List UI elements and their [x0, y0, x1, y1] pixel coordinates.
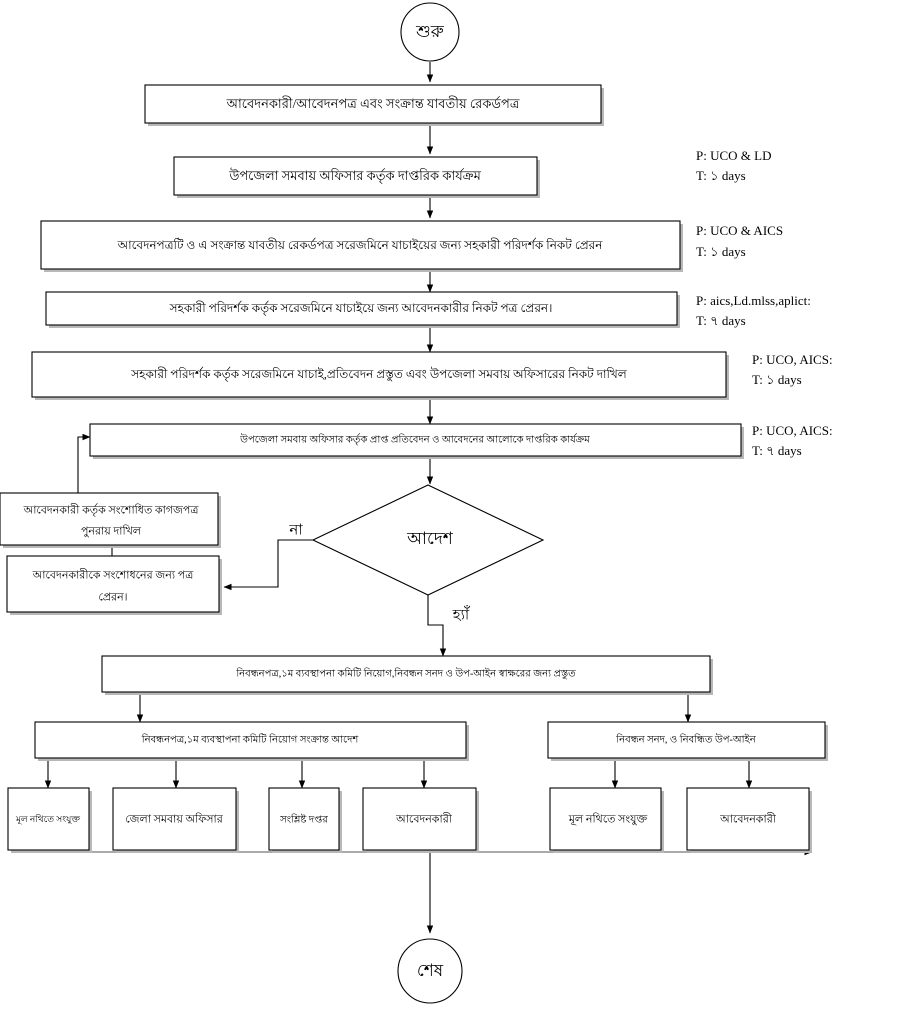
fb2-label-line1: আবেদনকারীকে সংশোধনের জন্য পত্র	[32, 569, 195, 582]
node-n4[interactable]: সহকারী পরিদর্শক কর্তৃক সরেজমিনে যাচাইয়ে…	[45, 291, 680, 328]
a1-person: P: UCO & LD	[696, 148, 771, 163]
n1-shape	[144, 84, 602, 124]
node-d3[interactable]: সংশ্লিষ্ট দপ্তর	[268, 787, 342, 853]
node-d2[interactable]: জেলা সমবায় অফিসার	[112, 787, 239, 853]
n6-label: উপজেলা সমবায় অফিসার কর্তৃক প্রাপ্ত প্রত…	[239, 432, 590, 445]
node-n7[interactable]: নিবন্ধনপত্র,১ম ব্যবস্থাপনা কমিটি নিয়োগ,…	[101, 655, 713, 695]
a5-time: T: ৭ days	[752, 443, 802, 458]
node-fb1[interactable]: আবেদনকারী কর্তৃক সংশোধিত কাগজপত্র পুনরায…	[0, 492, 221, 548]
node-n2[interactable]: উপজেলা সমবায় অফিসার কর্তৃক দাপ্তরিক কার…	[173, 156, 540, 198]
a3-time: T: ৭ days	[696, 313, 746, 328]
n3-label: আবেদনপত্রটি ও এ সংক্রান্ত যাবতীয় রেকর্ড…	[117, 238, 604, 252]
n5-label: সহকারী পরিদর্শক কর্তৃক সরেজমিনে যাচাই,প্…	[130, 367, 628, 382]
n4-shape	[45, 291, 678, 326]
annotation-a2: P: UCO & AICS T: ১ days	[696, 223, 783, 259]
edge-fb1-to-n6	[77, 433, 91, 493]
fb2-shape	[6, 555, 220, 613]
d3-shape	[268, 787, 340, 851]
d2-shape	[112, 787, 237, 851]
a1-time: T: ১ days	[696, 168, 746, 183]
n2-shape	[173, 156, 538, 196]
branch-label-no: না	[288, 522, 303, 538]
a2-time: T: ১ days	[696, 244, 746, 259]
d3-label: সংশ্লিষ্ট দপ্তর	[279, 813, 328, 825]
n8a-label: নিবন্ধনপত্র,১ম ব্যবস্থাপনা কমিটি নিয়োগ …	[141, 732, 360, 745]
a4-time: T: ১ days	[752, 372, 802, 387]
n6-shape	[89, 423, 742, 457]
node-n3[interactable]: আবেদনপত্রটি ও এ সংক্রান্ত যাবতীয় রেকর্ড…	[40, 220, 683, 272]
d4-label: আবেদনকারী	[395, 813, 453, 826]
node-start[interactable]: শুরু	[400, 2, 460, 62]
annotation-a5: P: UCO, AICS: T: ৭ days	[752, 423, 833, 458]
fb1-shape	[0, 492, 219, 546]
n7-shape	[101, 655, 711, 693]
node-d1[interactable]: মূল নথিতে সংযুক্ত	[7, 787, 92, 853]
node-end[interactable]: শেষ	[397, 938, 463, 1004]
node-n1[interactable]: আবেদনকারী/আবেদনপত্র এবং সংক্রান্ত যাবতীয…	[144, 84, 604, 126]
a5-person: P: UCO, AICS:	[752, 423, 833, 438]
annotation-a1: P: UCO & LD T: ১ days	[696, 148, 771, 183]
d4-shape	[362, 787, 477, 851]
d6-shape	[686, 787, 810, 851]
node-fb2[interactable]: আবেদনকারীকে সংশোধনের জন্য পত্র প্রেরন।	[6, 555, 222, 615]
n3-shape	[40, 220, 681, 270]
node-n5[interactable]: সহকারী পরিদর্শক কর্তৃক সরেজমিনে যাচাই,প্…	[31, 351, 729, 400]
node-n8b[interactable]: নিবন্ধন সনদ, ও নিবন্ধিত উপ-আইন	[547, 721, 828, 761]
node-d4[interactable]: আবেদনকারী	[362, 787, 479, 853]
d5-label: মূল নথিতে সংযুক্ত	[568, 813, 648, 826]
node-n6[interactable]: উপজেলা সমবায় অফিসার কর্তৃক প্রাপ্ত প্রত…	[89, 423, 744, 459]
fb2-label-line2: প্রেরন।	[98, 592, 127, 604]
n8a-shape	[34, 721, 467, 759]
annotation-a3: P: aics,Ld.mlss,aplict: T: ৭ days	[696, 293, 811, 328]
node-d5[interactable]: মূল নথিতে সংযুক্ত	[549, 787, 664, 853]
d1-label: মূল নথিতে সংযুক্ত	[15, 814, 80, 825]
d5-shape	[549, 787, 662, 851]
fb1-label-line1: আবেদনকারী কর্তৃক সংশোধিত কাগজপত্র	[23, 504, 200, 517]
a3-person: P: aics,Ld.mlss,aplict:	[696, 293, 811, 308]
n1-label: আবেদনকারী/আবেদনপত্র এবং সংক্রান্ত যাবতীয…	[226, 96, 520, 111]
start-label: শুরু	[415, 22, 445, 41]
a4-person: P: UCO, AICS:	[752, 352, 833, 367]
n4-label: সহকারী পরিদর্শক কর্তৃক সরেজমিনে যাচাইয়ে…	[169, 301, 553, 316]
start-terminator-shape	[400, 2, 460, 62]
end-terminator-shape	[397, 938, 463, 1004]
end-label: শেষ	[417, 961, 444, 980]
n8b-shape	[547, 721, 826, 759]
n5-shape	[31, 351, 727, 398]
n2-label: উপজেলা সমবায় অফিসার কর্তৃক দাপ্তরিক কার…	[228, 168, 481, 184]
node-decision[interactable]: আদেশ	[311, 484, 545, 596]
annotation-a4: P: UCO, AICS: T: ১ days	[752, 352, 833, 387]
edge-decision-yes-to-n7	[427, 595, 447, 657]
node-d6[interactable]: আবেদনকারী	[686, 787, 812, 853]
n8b-label: নিবন্ধন সনদ, ও নিবন্ধিত উপ-আইন	[615, 732, 756, 745]
edge-decision-no-to-fb2	[223, 539, 313, 591]
branch-label-yes: হ্যাঁ	[452, 605, 471, 623]
d6-label: আবেদনকারী	[719, 813, 777, 826]
fb1-label-line2: পুনরায় দাখিল	[81, 525, 142, 538]
decision-shape	[311, 484, 545, 596]
decision-label: আদেশ	[406, 529, 454, 548]
d2-label: জেলা সমবায় অফিসার	[125, 813, 224, 826]
d1-shape	[7, 787, 90, 851]
n7-label: নিবন্ধনপত্র,১ম ব্যবস্থাপনা কমিটি নিয়োগ,…	[235, 666, 576, 679]
node-n8a[interactable]: নিবন্ধনপত্র,১ম ব্যবস্থাপনা কমিটি নিয়োগ …	[34, 721, 469, 761]
a2-person: P: UCO & AICS	[696, 223, 783, 238]
